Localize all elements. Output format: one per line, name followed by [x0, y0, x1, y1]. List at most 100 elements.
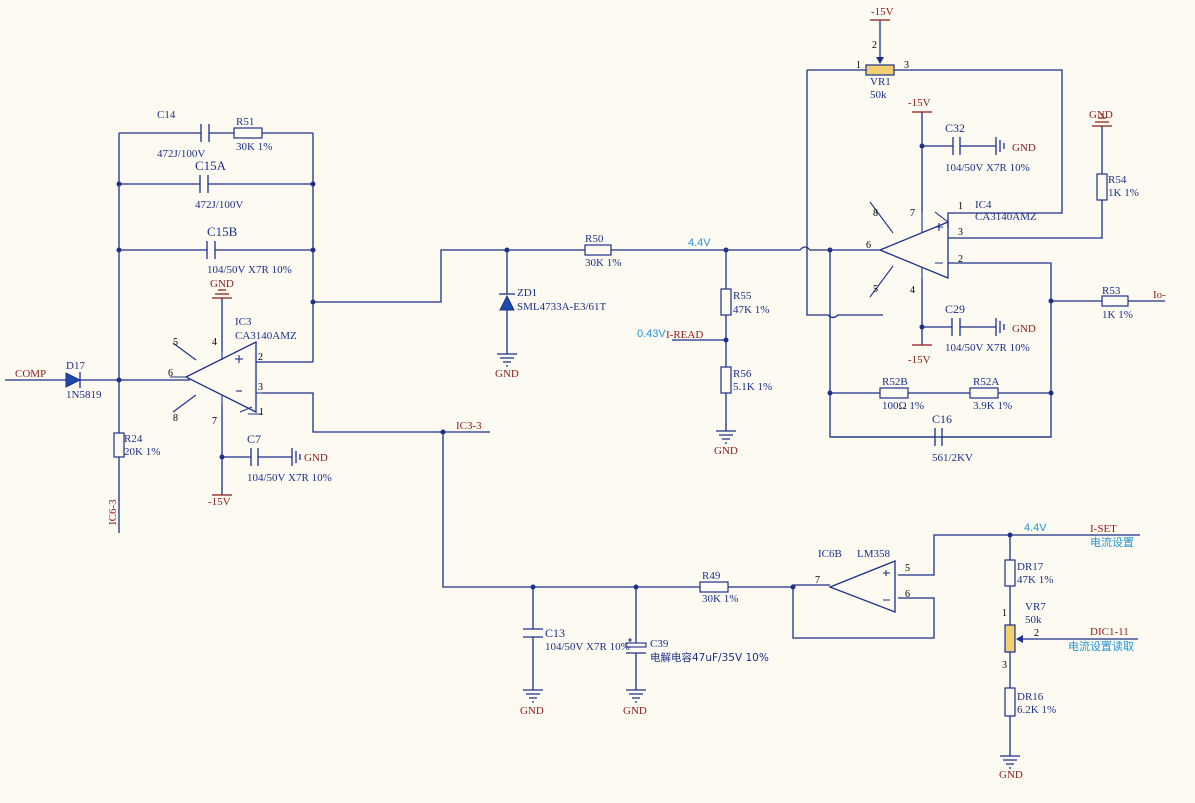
resistor-dr17 — [1004, 559, 1016, 587]
val-zd1: SML4733A-E3/61T — [517, 301, 607, 313]
pin-ic3-8: 8 — [173, 413, 178, 424]
ref-c15b: C15B — [207, 224, 238, 239]
val-d17: 1N5819 — [66, 389, 102, 401]
ref-c7: C7 — [247, 432, 261, 446]
pin-ic6b-5: 5 — [905, 563, 910, 574]
ref-r24: R24 — [124, 433, 143, 445]
potentiometer-vr1 — [865, 57, 895, 76]
net-neg15-c29: -15V — [908, 354, 931, 366]
pin-ic3-5: 5 — [173, 337, 178, 348]
net-gnd-c39: GND — [623, 705, 647, 717]
val-vr7: 50k — [1025, 614, 1042, 626]
ref-vr7: VR7 — [1025, 601, 1046, 613]
capacitor-c14 — [200, 124, 210, 142]
net-i-set: I-SET — [1090, 523, 1117, 535]
ref-c13: C13 — [545, 626, 565, 640]
opamp-ic6b — [828, 560, 896, 613]
capacitor-c7 — [250, 448, 259, 466]
net-gnd-ic3: GND — [210, 278, 234, 290]
net-neg15-ic4: -15V — [908, 97, 931, 109]
capacitor-c13 — [523, 628, 543, 638]
net-dic1-11: DIC1-11 — [1090, 626, 1129, 638]
net-4v4-b: 4.4V — [1024, 522, 1047, 534]
val-c32: 104/50V X7R 10% — [945, 162, 1030, 174]
net-gnd-c13: GND — [520, 705, 544, 717]
pin-numbers: 6 2 3 4 7 5 8 1 1 3 2 6 3 2 1 7 4 8 5 7 … — [168, 40, 1039, 671]
capacitor-c39 — [625, 638, 647, 654]
val-c13: 104/50V X7R 10% — [545, 641, 630, 653]
val-c14: 472J/100V — [157, 148, 205, 160]
junctions — [116, 143, 1054, 590]
net-neg15-ic3: -15V — [208, 496, 231, 508]
net-i-read: I-READ — [666, 329, 703, 341]
resistor-r52b — [879, 387, 909, 399]
capacitor-c15b — [206, 241, 216, 259]
val-c7: 104/50V X7R 10% — [247, 472, 332, 484]
val-r54: 1K 1% — [1108, 187, 1139, 199]
net-gnd-r56: GND — [714, 445, 738, 457]
pin-vr7-3: 3 — [1002, 660, 1007, 671]
pin-ic4-3: 3 — [958, 227, 963, 238]
pin-vr1-3: 3 — [904, 60, 909, 71]
pin-ic3-1: 1 — [259, 407, 264, 418]
val-vr1: 50k — [870, 89, 887, 101]
pin-ic4-6: 6 — [866, 240, 871, 251]
resistor-r53 — [1101, 295, 1129, 307]
resistor-r56 — [720, 366, 732, 394]
val-c15b: 104/50V X7R 10% — [207, 264, 292, 276]
ref-r53: R53 — [1102, 285, 1121, 297]
net-ic3-3: IC3-3 — [456, 420, 482, 432]
pin-vr1-2: 2 — [872, 40, 877, 51]
val-r24: 20K 1% — [124, 446, 160, 458]
ref-ic6b: IC6B — [818, 548, 842, 560]
ref-vr1: VR1 — [870, 76, 891, 88]
opamp-ic4 — [869, 201, 949, 298]
capacitor-c16 — [934, 428, 943, 446]
val-c29: 104/50V X7R 10% — [945, 342, 1030, 354]
net-gnd-c32: GND — [1012, 142, 1036, 154]
val-r55: 47K 1% — [733, 304, 769, 316]
pin-ic4-7: 7 — [910, 208, 915, 219]
val-r50: 30K 1% — [585, 257, 621, 269]
net-gnd-c7: GND — [304, 452, 328, 464]
net-ic6-3: IC6-3 — [107, 499, 119, 525]
resistor-r55 — [720, 288, 732, 316]
ref-r54: R54 — [1108, 174, 1127, 186]
net-i-set-cn: 电流设置 — [1090, 535, 1134, 549]
val-c39: 电解电容47uF/35V 10% — [650, 651, 769, 664]
net-dic1-11-cn: 电流设置读取 — [1068, 639, 1134, 653]
val-r52b: 100Ω 1% — [882, 400, 924, 412]
val-c15a: 472J/100V — [195, 199, 243, 211]
ref-c14: C14 — [157, 109, 176, 121]
ref-r56: R56 — [733, 368, 752, 380]
val-c16: 561/2KV — [932, 452, 973, 464]
pin-ic6b-6: 6 — [905, 589, 910, 600]
pin-vr1-1: 1 — [856, 60, 861, 71]
pin-ic4-2: 2 — [958, 254, 963, 265]
ref-r52b: R52B — [882, 376, 908, 388]
pin-ic4-1: 1 — [958, 201, 963, 212]
pin-ic4-8: 8 — [873, 208, 878, 219]
val-dr16: 6.2K 1% — [1017, 704, 1056, 716]
pin-ic3-2: 2 — [258, 352, 263, 363]
val-r52a: 3.9K 1% — [973, 400, 1012, 412]
ref-c39: C39 — [650, 638, 669, 650]
ref-r52a: R52A — [973, 376, 999, 388]
net-gnd-dr16: GND — [999, 769, 1023, 781]
pin-ic3-4: 4 — [212, 337, 217, 348]
net-4v4-a: 4.4V — [688, 237, 711, 249]
pin-ic3-7: 7 — [212, 416, 217, 427]
pin-ic3-6: 6 — [168, 368, 173, 379]
net-gnd-r54: GND — [1089, 109, 1113, 121]
ref-r55: R55 — [733, 290, 752, 302]
ref-c16: C16 — [932, 412, 952, 426]
labels: COMP D17 1N5819 R24 20K 1% IC6-3 C14 472… — [15, 6, 1166, 781]
val-r51: 30K 1% — [236, 141, 272, 153]
opamp-ic3 — [170, 340, 262, 415]
ref-c32: C32 — [945, 121, 965, 135]
val-r53: 1K 1% — [1102, 309, 1133, 321]
capacitor-c32 — [952, 137, 961, 155]
resistor-r51 — [233, 127, 263, 139]
capacitor-c15a — [199, 175, 209, 193]
ref-r49: R49 — [702, 570, 721, 582]
